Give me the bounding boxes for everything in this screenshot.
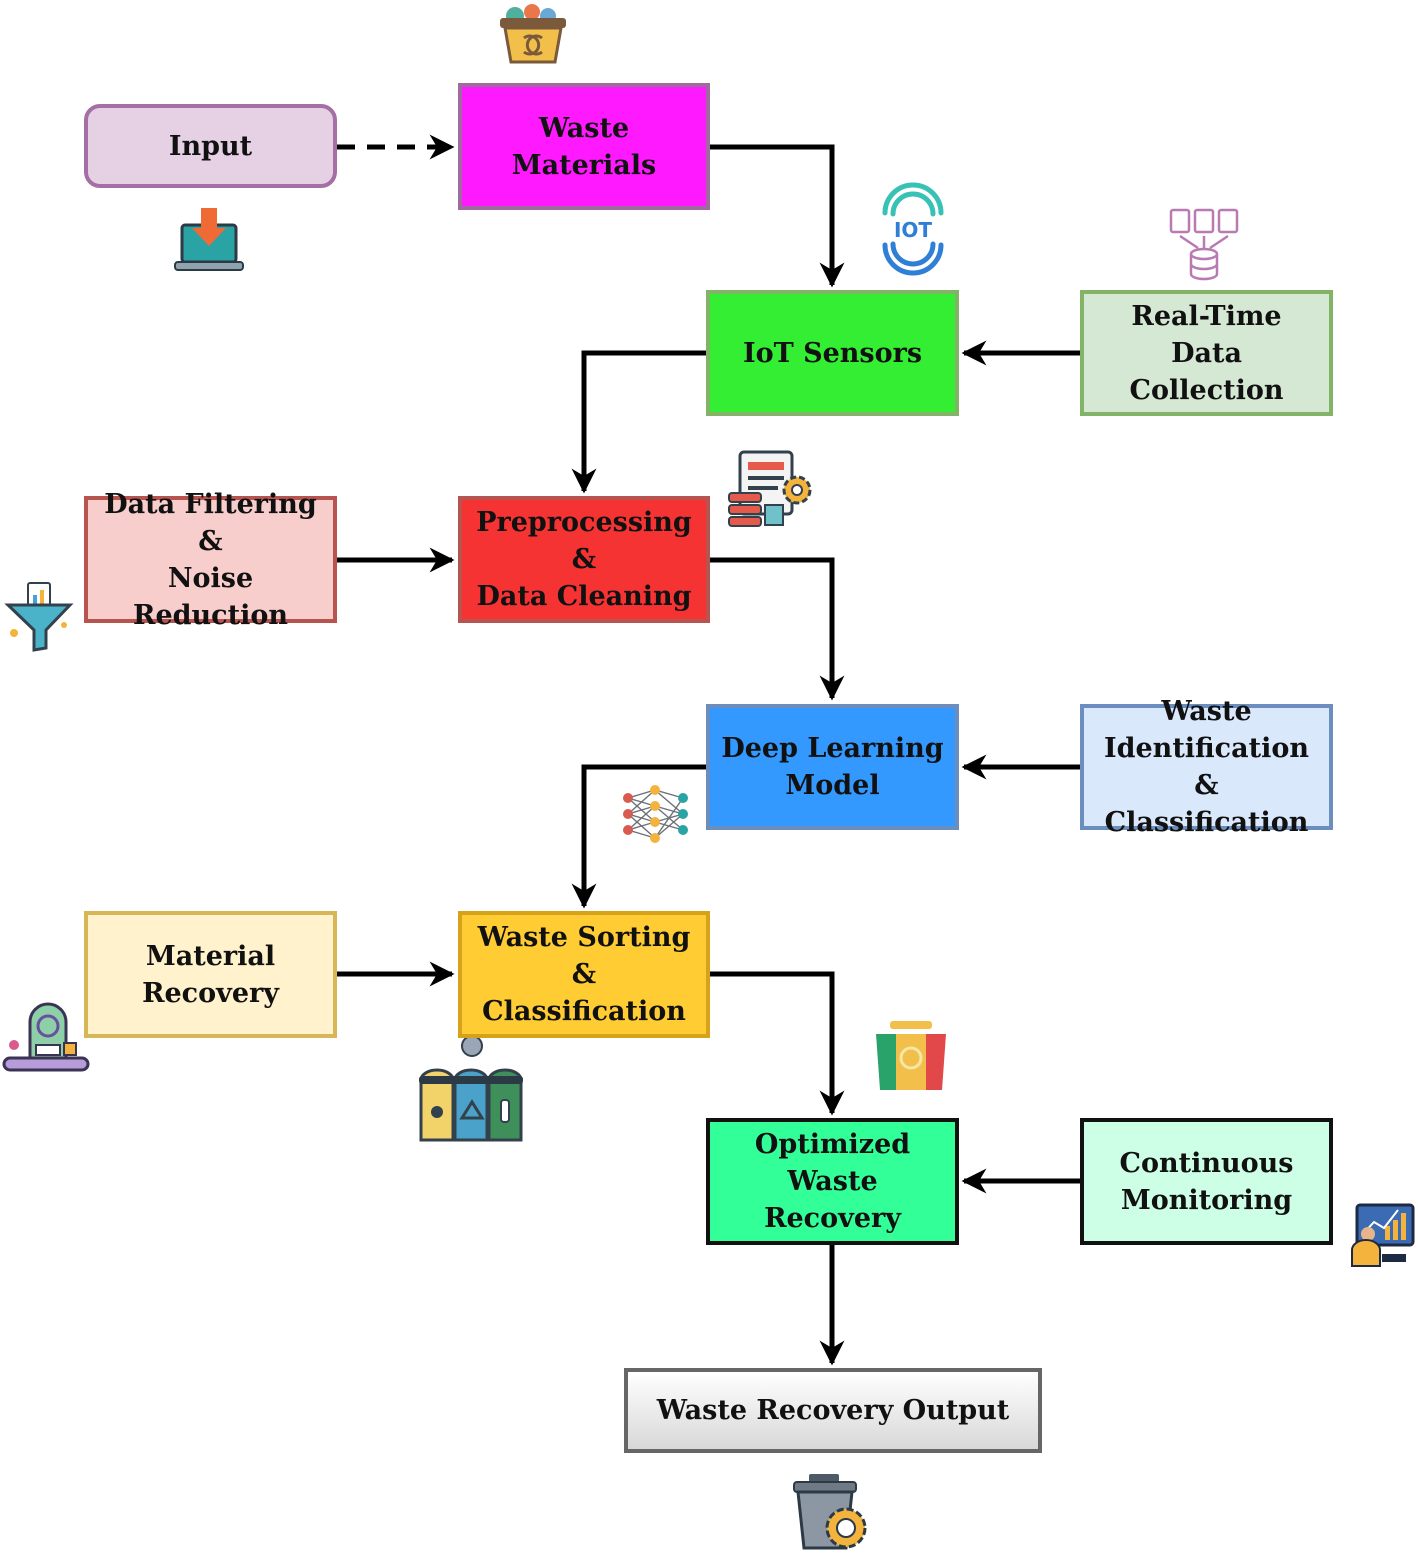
edge-waste-materials-to-iot [710, 144, 845, 288]
material-recovery-node: Material Recovery [84, 911, 337, 1038]
edge-deep-learning-to-sorting [571, 764, 706, 909]
continuous-monitoring-node-label: Continuous Monitoring [1119, 1147, 1294, 1216]
iot-sensors-node: IoT Sensors [706, 290, 959, 416]
data-funnel-icon [4, 582, 74, 652]
iot-wifi-icon: IOT [882, 182, 944, 276]
sorting-bins-icon [419, 1035, 523, 1142]
waste-materials-node: Waste Materials [458, 83, 710, 210]
optimized-recovery-node: Optimized Waste Recovery [706, 1118, 959, 1245]
laptop-download-icon [174, 208, 244, 271]
database-docs-icon [1169, 208, 1239, 281]
real-time-data-node-label: Real-Time Data Collection [1129, 300, 1284, 406]
input-node-label: Input [168, 130, 253, 162]
waste-identification-node: Waste Identification & Classification [1080, 696, 1333, 838]
output-node: Waste Recovery Output [624, 1368, 1042, 1453]
waste-identification-node-label: Waste Identification & Classification [1104, 696, 1309, 838]
continuous-monitoring-node: Continuous Monitoring [1080, 1118, 1333, 1245]
edge-preprocessing-to-deep-learning [710, 557, 845, 701]
recycling-conveyor-icon [2, 1002, 90, 1072]
recycle-bin-icon [500, 4, 566, 64]
color-recycle-bin-icon [876, 1021, 946, 1090]
deep-learning-node: Deep Learning Model [706, 704, 959, 830]
waste-sorting-node: Waste Sorting & Classification [458, 911, 710, 1038]
preprocessing-node-label: Preprocessing & Data Cleaning [476, 507, 692, 612]
real-time-data-node: Real-Time Data Collection [1080, 290, 1333, 416]
material-recovery-node-label: Material Recovery [142, 940, 279, 1009]
deep-learning-node-label: Deep Learning Model [721, 733, 944, 801]
waste-sorting-node-label: Waste Sorting & Classification [477, 922, 691, 1027]
input-node: Input [84, 104, 337, 188]
trash-gear-icon [793, 1474, 867, 1550]
document-gear-icon [728, 450, 812, 527]
edge-iot-to-preprocessing [571, 350, 706, 494]
svg-text:IOT: IOT [894, 218, 932, 242]
monitoring-chart-icon [1351, 1203, 1415, 1267]
output-node-label: Waste Recovery Output [656, 1395, 1010, 1426]
preprocessing-node: Preprocessing & Data Cleaning [458, 496, 710, 623]
data-filtering-node: Data Filtering & Noise Reduction [84, 489, 337, 631]
neural-network-icon [623, 785, 688, 843]
iot-sensors-node-label: IoT Sensors [742, 337, 923, 369]
data-filtering-node-label: Data Filtering & Noise Reduction [104, 488, 317, 631]
waste-materials-node-label: Waste Materials [511, 112, 657, 181]
optimized-recovery-node-label: Optimized Waste Recovery [754, 1129, 911, 1234]
edge-sorting-to-optimized [710, 971, 845, 1116]
